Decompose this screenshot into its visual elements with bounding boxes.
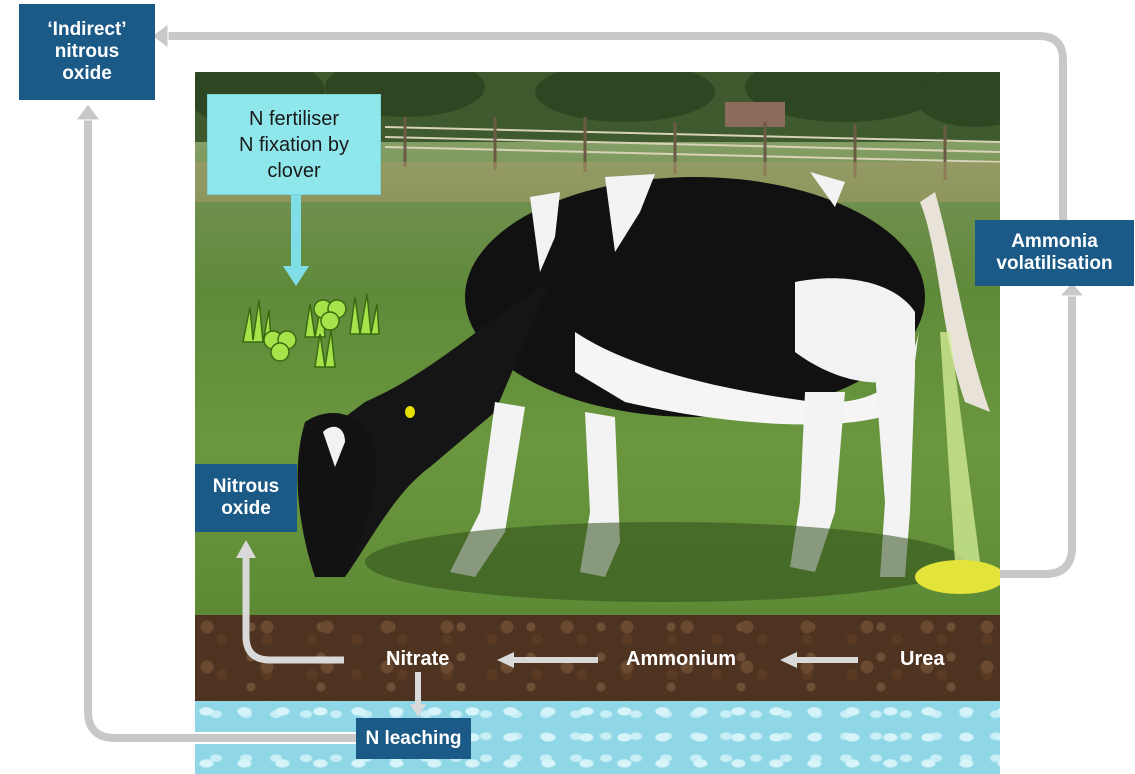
- fert-line-2: N fixation by: [239, 132, 349, 158]
- fert-line-1: N fertiliser: [249, 106, 339, 132]
- ammonia-line-2: volatilisation: [996, 253, 1112, 275]
- ammonia-volatilisation-box: Ammonia volatilisation: [975, 220, 1134, 286]
- urine-to-ammonia-arrow: [1000, 292, 1072, 574]
- ammonium-label: Ammonium: [626, 648, 736, 671]
- ammonia-line-1: Ammonia: [1011, 231, 1098, 253]
- fert-line-3: clover: [267, 158, 320, 184]
- nitrous-line-1: Nitrous: [213, 476, 280, 498]
- nitrate-label: Nitrate: [386, 648, 449, 671]
- n-leaching-box: N leaching: [356, 718, 471, 759]
- indirect-line-1: ‘Indirect’: [47, 19, 126, 41]
- nitrate-to-nitrous-arrow: [246, 556, 344, 660]
- leaching-to-indirect-arrow: [88, 118, 356, 738]
- fertiliser-arrow: [291, 195, 301, 270]
- n-inputs-box: N fertiliser N fixation by clover: [207, 94, 381, 195]
- nitrous-line-2: oxide: [221, 498, 271, 520]
- arrow-head-indirect-bottom: [76, 104, 100, 120]
- indirect-line-3: oxide: [62, 63, 112, 85]
- leaching-label: N leaching: [365, 728, 461, 750]
- nitrous-oxide-box: Nitrous oxide: [195, 464, 297, 532]
- indirect-nitrous-oxide-box: ‘Indirect’ nitrous oxide: [19, 4, 155, 100]
- indirect-line-2: nitrous: [55, 41, 119, 63]
- urea-label: Urea: [900, 648, 944, 671]
